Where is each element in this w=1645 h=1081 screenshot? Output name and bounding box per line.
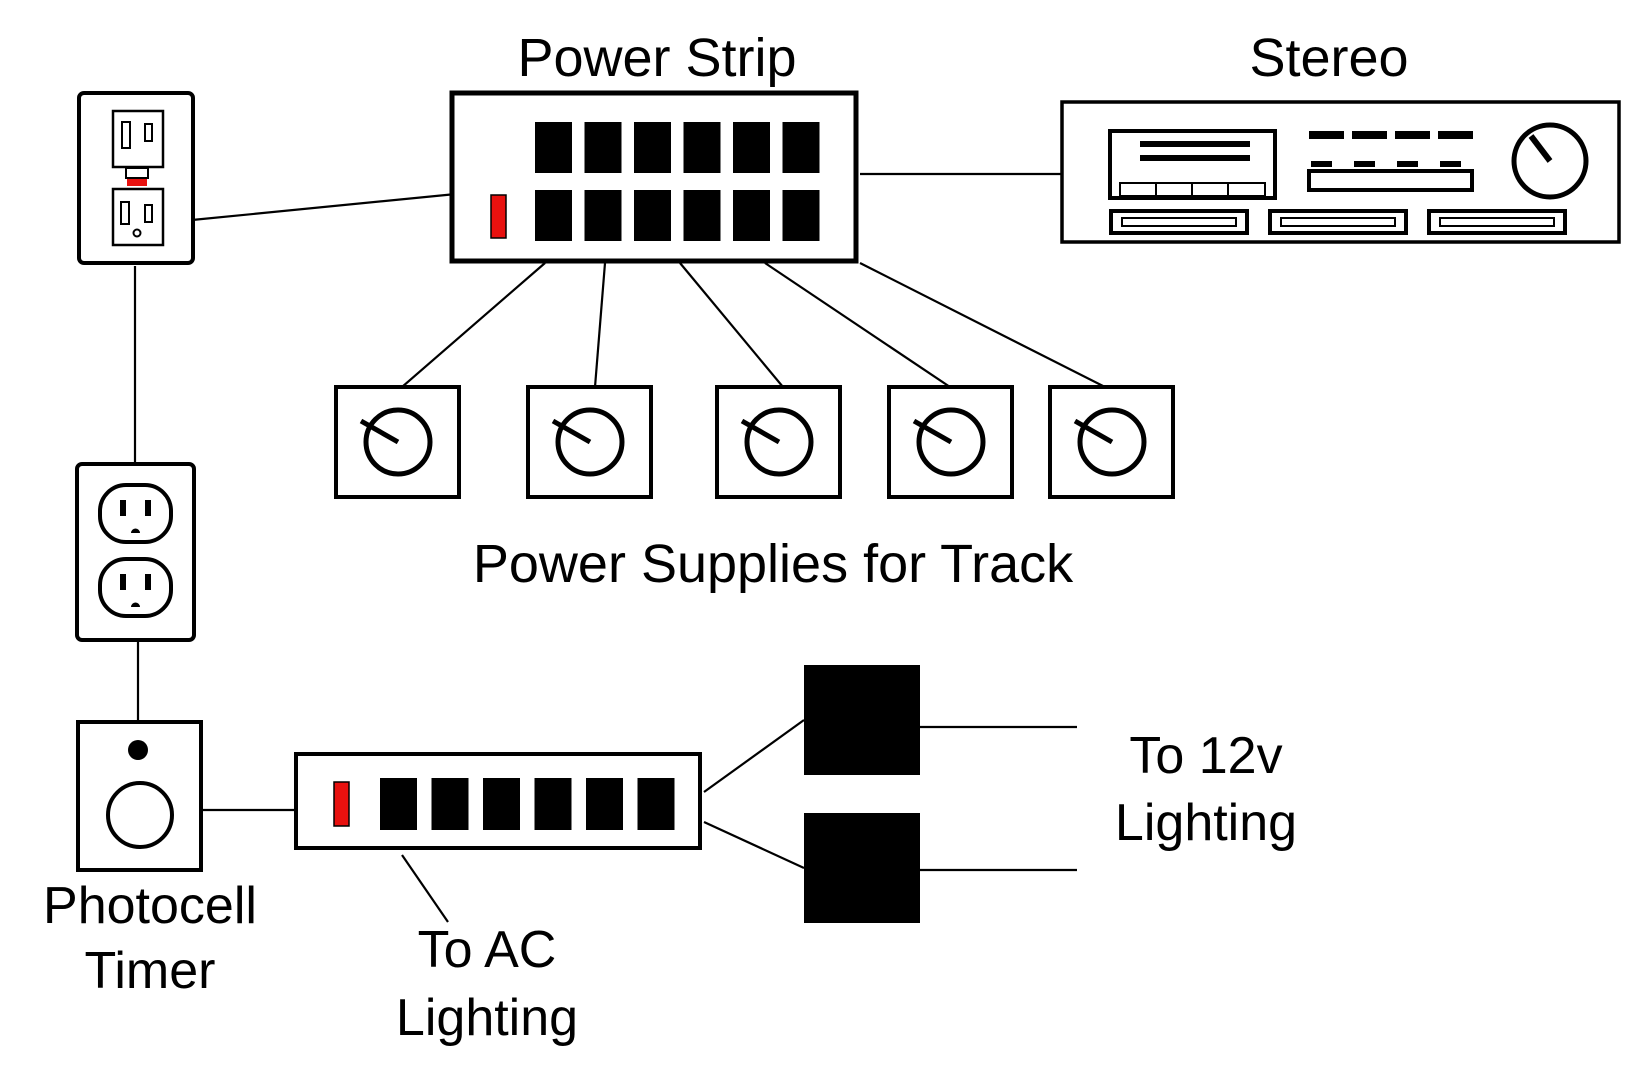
track-power-supply [1048,385,1175,499]
lighting-power-strip-outlets [380,778,675,830]
power-strip-outlet [634,190,671,241]
wire-strip-to-supply-5 [859,262,1106,388]
main-power-strip [449,90,859,264]
wire-wall-outlet-to-power-strip [191,192,457,222]
track-power-supplies [334,385,1175,499]
photocell-label-line1: Photocell [43,877,257,935]
power-strip-outlet [584,190,622,241]
power-strip-outlet [535,122,572,173]
power-strip-outlet [782,190,820,241]
power-strip-outlet [535,190,572,241]
lighting-power-strip [294,752,702,850]
power-strip-label: Power Strip [517,28,796,88]
switched-outlet-indicator [127,179,147,186]
stereo-tape-slots [1109,209,1567,235]
power-strip-outlet [782,122,820,173]
track-power-supply [526,385,653,499]
track-power-supply [715,385,842,499]
wire-strip-to-supply-4 [764,262,951,388]
power-strip-outlet [683,122,721,173]
lighting-strip-outlet [534,778,572,830]
12v-lighting-label-line1: To 12v [1129,727,1282,785]
wire-strip-to-supply-2 [593,262,607,388]
photocell-timer [76,720,203,872]
lighting-strip-outlet [586,778,623,830]
power-strip-switch-indicator [490,194,507,239]
track-power-supply [334,385,461,499]
transformer-1 [804,665,920,775]
power-strip-outlet [683,190,721,241]
wire-strip-to-supply-1 [401,262,546,388]
lighting-strip-outlet [483,778,520,830]
power-supplies-label: Power Supplies for Track [473,534,1074,594]
track-power-supply [887,385,1014,499]
power-strip-outlet [634,122,671,173]
lighting-strip-outlet [380,778,417,830]
photocell-sensor-icon [128,740,148,760]
lighting-strip-outlet [637,778,675,830]
main-power-strip-outlets [535,122,820,241]
lighting-strip-outlet [431,778,469,830]
ac-lighting-label-line2: Lighting [396,989,578,1047]
wire-lighting-strip-to-ac-lighting [401,854,449,923]
12v-lighting-label-line2: Lighting [1115,794,1297,852]
photocell-label-line2: Timer [85,942,216,1000]
ac-lighting-label-line1: To AC [418,921,557,979]
wires [133,172,1106,923]
power-strip-outlet [733,190,770,241]
power-strip-outlet [733,122,770,173]
switched-wall-outlet [77,91,195,265]
wire-lighting-strip-to-transformer-2 [703,821,805,869]
lighting-strip-switch-indicator [333,781,350,827]
wire-strip-to-supply-3 [679,262,784,388]
stereo [1060,100,1621,244]
wire-lighting-strip-to-transformer-1 [703,719,805,793]
power-strip-outlet [584,122,622,173]
stereo-label: Stereo [1249,28,1408,88]
transformer-2 [804,813,920,923]
duplex-wall-outlet [75,462,196,642]
